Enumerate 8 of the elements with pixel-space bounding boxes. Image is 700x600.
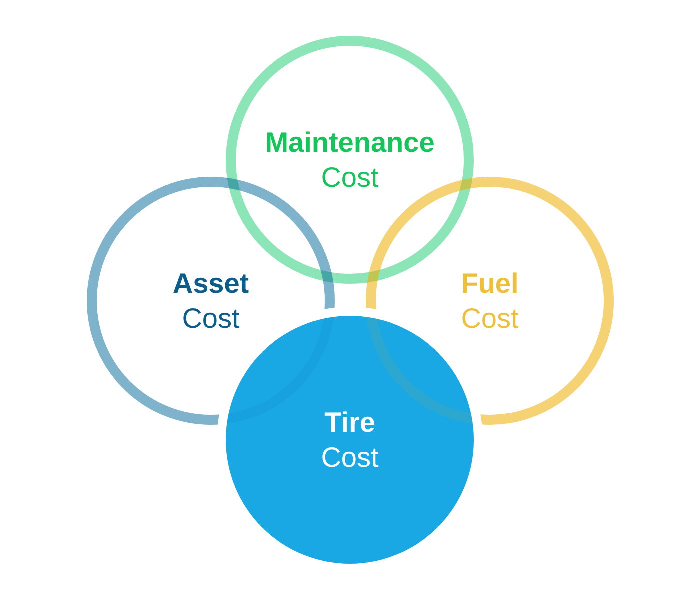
category-title: Maintenance: [265, 126, 435, 160]
category-title: Tire: [324, 406, 376, 440]
category-title: Asset: [172, 267, 250, 301]
category-subtitle: Cost: [321, 441, 379, 475]
category-subtitle: Cost: [321, 161, 379, 195]
category-title: Fuel: [461, 267, 519, 301]
category-subtitle: Cost: [182, 302, 240, 336]
category-subtitle: Cost: [461, 302, 519, 336]
